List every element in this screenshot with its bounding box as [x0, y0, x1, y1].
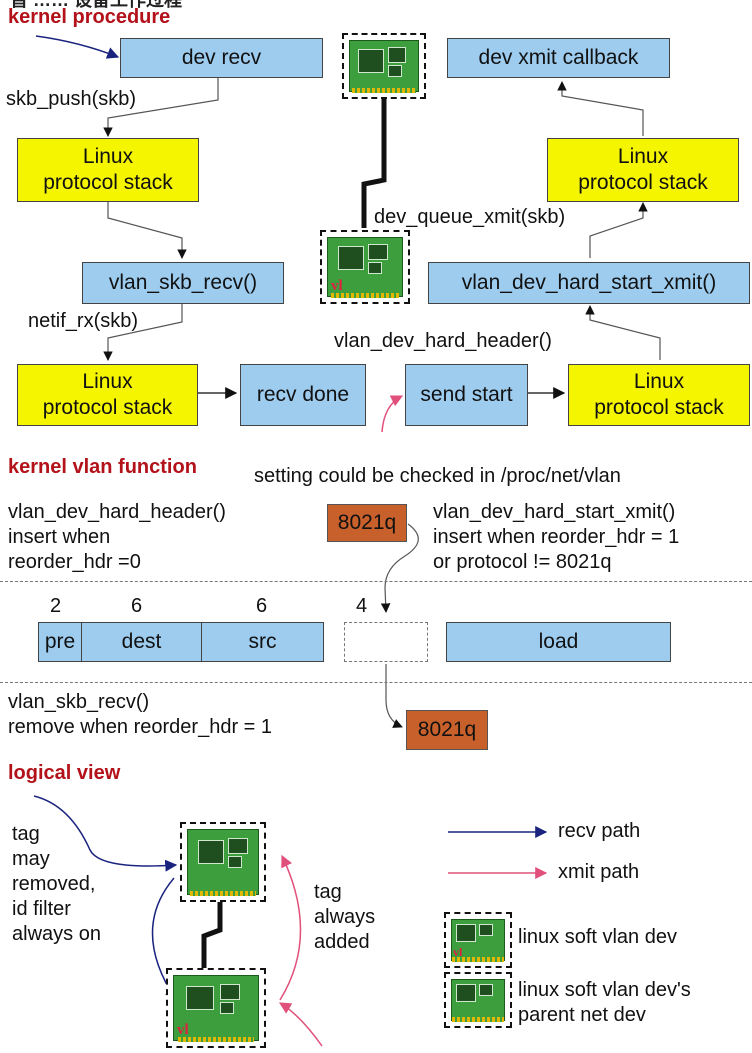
parent-network-card-icon	[180, 822, 266, 902]
kernel-procedure-title: kernel procedure	[8, 6, 171, 28]
tag-8021q-top: 8021q	[327, 504, 407, 542]
kernel-vlan-function-title: kernel vlan function	[8, 456, 197, 478]
tag-insert-arrow	[380, 523, 419, 613]
incoming-recv-arrow	[35, 35, 120, 59]
skb-recv-remove-note: vlan_skb_recv() remove when reorder_hdr …	[8, 691, 273, 738]
tag-remove-arrow	[385, 664, 403, 728]
field-src: src	[201, 622, 324, 662]
netif-rx-label: netif_rx(skb)	[28, 310, 139, 332]
hard-start-xmit-insert-note: vlan_dev_hard_start_xmit() insert when r…	[433, 501, 680, 573]
arrow-vlan-dev-xmit-to-stack	[589, 202, 648, 258]
size-pre: 2	[50, 595, 62, 617]
arrow-stack-to-xmit-callback	[557, 81, 644, 136]
dev-queue-xmit-label: dev_queue_xmit(skb)	[374, 206, 566, 228]
setting-note: setting could be checked in /proc/net/vl…	[254, 465, 621, 487]
divider-bottom	[0, 682, 752, 683]
dev-recv-box: dev recv	[120, 38, 323, 78]
arrow-stack-to-vlan-skb-recv	[107, 200, 187, 259]
legend-parent-net-dev: linux soft vlan dev's parent net dev	[518, 979, 691, 1026]
logical-left-note: tag may removed, id filter always on	[12, 823, 101, 945]
network-card-icon	[342, 33, 426, 99]
field-pre: pre	[38, 622, 82, 662]
top-cut-text: 習 …… 设备工作过程	[10, 0, 183, 10]
incoming-xmit-arrow	[381, 395, 404, 433]
legend-soft-vlan-dev: linux soft vlan dev	[518, 926, 677, 948]
vlan-network-card-icon: vl	[320, 230, 410, 304]
size-vlan-tag: 4	[356, 595, 368, 617]
logical-xmit-up	[279, 854, 302, 1001]
legend-parent-dev-icon	[444, 972, 512, 1028]
arrow-stack-to-vlan-dev-xmit	[585, 305, 661, 360]
recv-done-box: recv done	[240, 364, 366, 426]
divider-top	[0, 581, 752, 582]
arrow-vlan-skb-recv-to-stack	[103, 304, 183, 361]
logical-recv-in	[33, 795, 178, 872]
size-dest: 6	[131, 595, 143, 617]
linux-protocol-stack-box-1: Linux protocol stack	[17, 138, 199, 202]
send-start-box: send start	[405, 364, 528, 426]
legend-vlan-dev-icon: vl	[444, 912, 512, 968]
vlan-dev-hard-header-label: vlan_dev_hard_header()	[334, 330, 552, 352]
linux-protocol-stack-box-3: Linux protocol stack	[17, 364, 198, 426]
field-vlan-tag-slot	[344, 622, 428, 662]
vlan-network-card-icon-logical: vl	[166, 968, 266, 1048]
legend-recv-path: recv path	[558, 820, 641, 842]
logical-right-note: tag always added	[314, 881, 376, 953]
logical-view-title: logical view	[8, 762, 121, 784]
tag-8021q-bottom: 8021q	[406, 710, 488, 750]
field-load: load	[446, 622, 671, 662]
legend-xmit-path: xmit path	[558, 861, 640, 883]
dev-xmit-callback-box: dev xmit callback	[447, 38, 670, 78]
linux-protocol-stack-box-2: Linux protocol stack	[547, 138, 739, 202]
nic-link-top	[361, 98, 387, 228]
linux-protocol-stack-box-4: Linux protocol stack	[568, 364, 750, 426]
logical-xmit-in	[278, 1002, 323, 1047]
nic-link-logical	[201, 902, 223, 968]
vlan-dev-hard-start-xmit-box: vlan_dev_hard_start_xmit()	[428, 262, 750, 304]
size-src: 6	[256, 595, 268, 617]
field-dest: dest	[81, 622, 202, 662]
vlan-skb-recv-box: vlan_skb_recv()	[82, 262, 284, 304]
arrow-dev-recv-to-stack	[103, 78, 219, 137]
skb-push-label: skb_push(skb)	[6, 88, 137, 110]
hard-header-insert-note: vlan_dev_hard_header() insert when reord…	[8, 501, 226, 573]
